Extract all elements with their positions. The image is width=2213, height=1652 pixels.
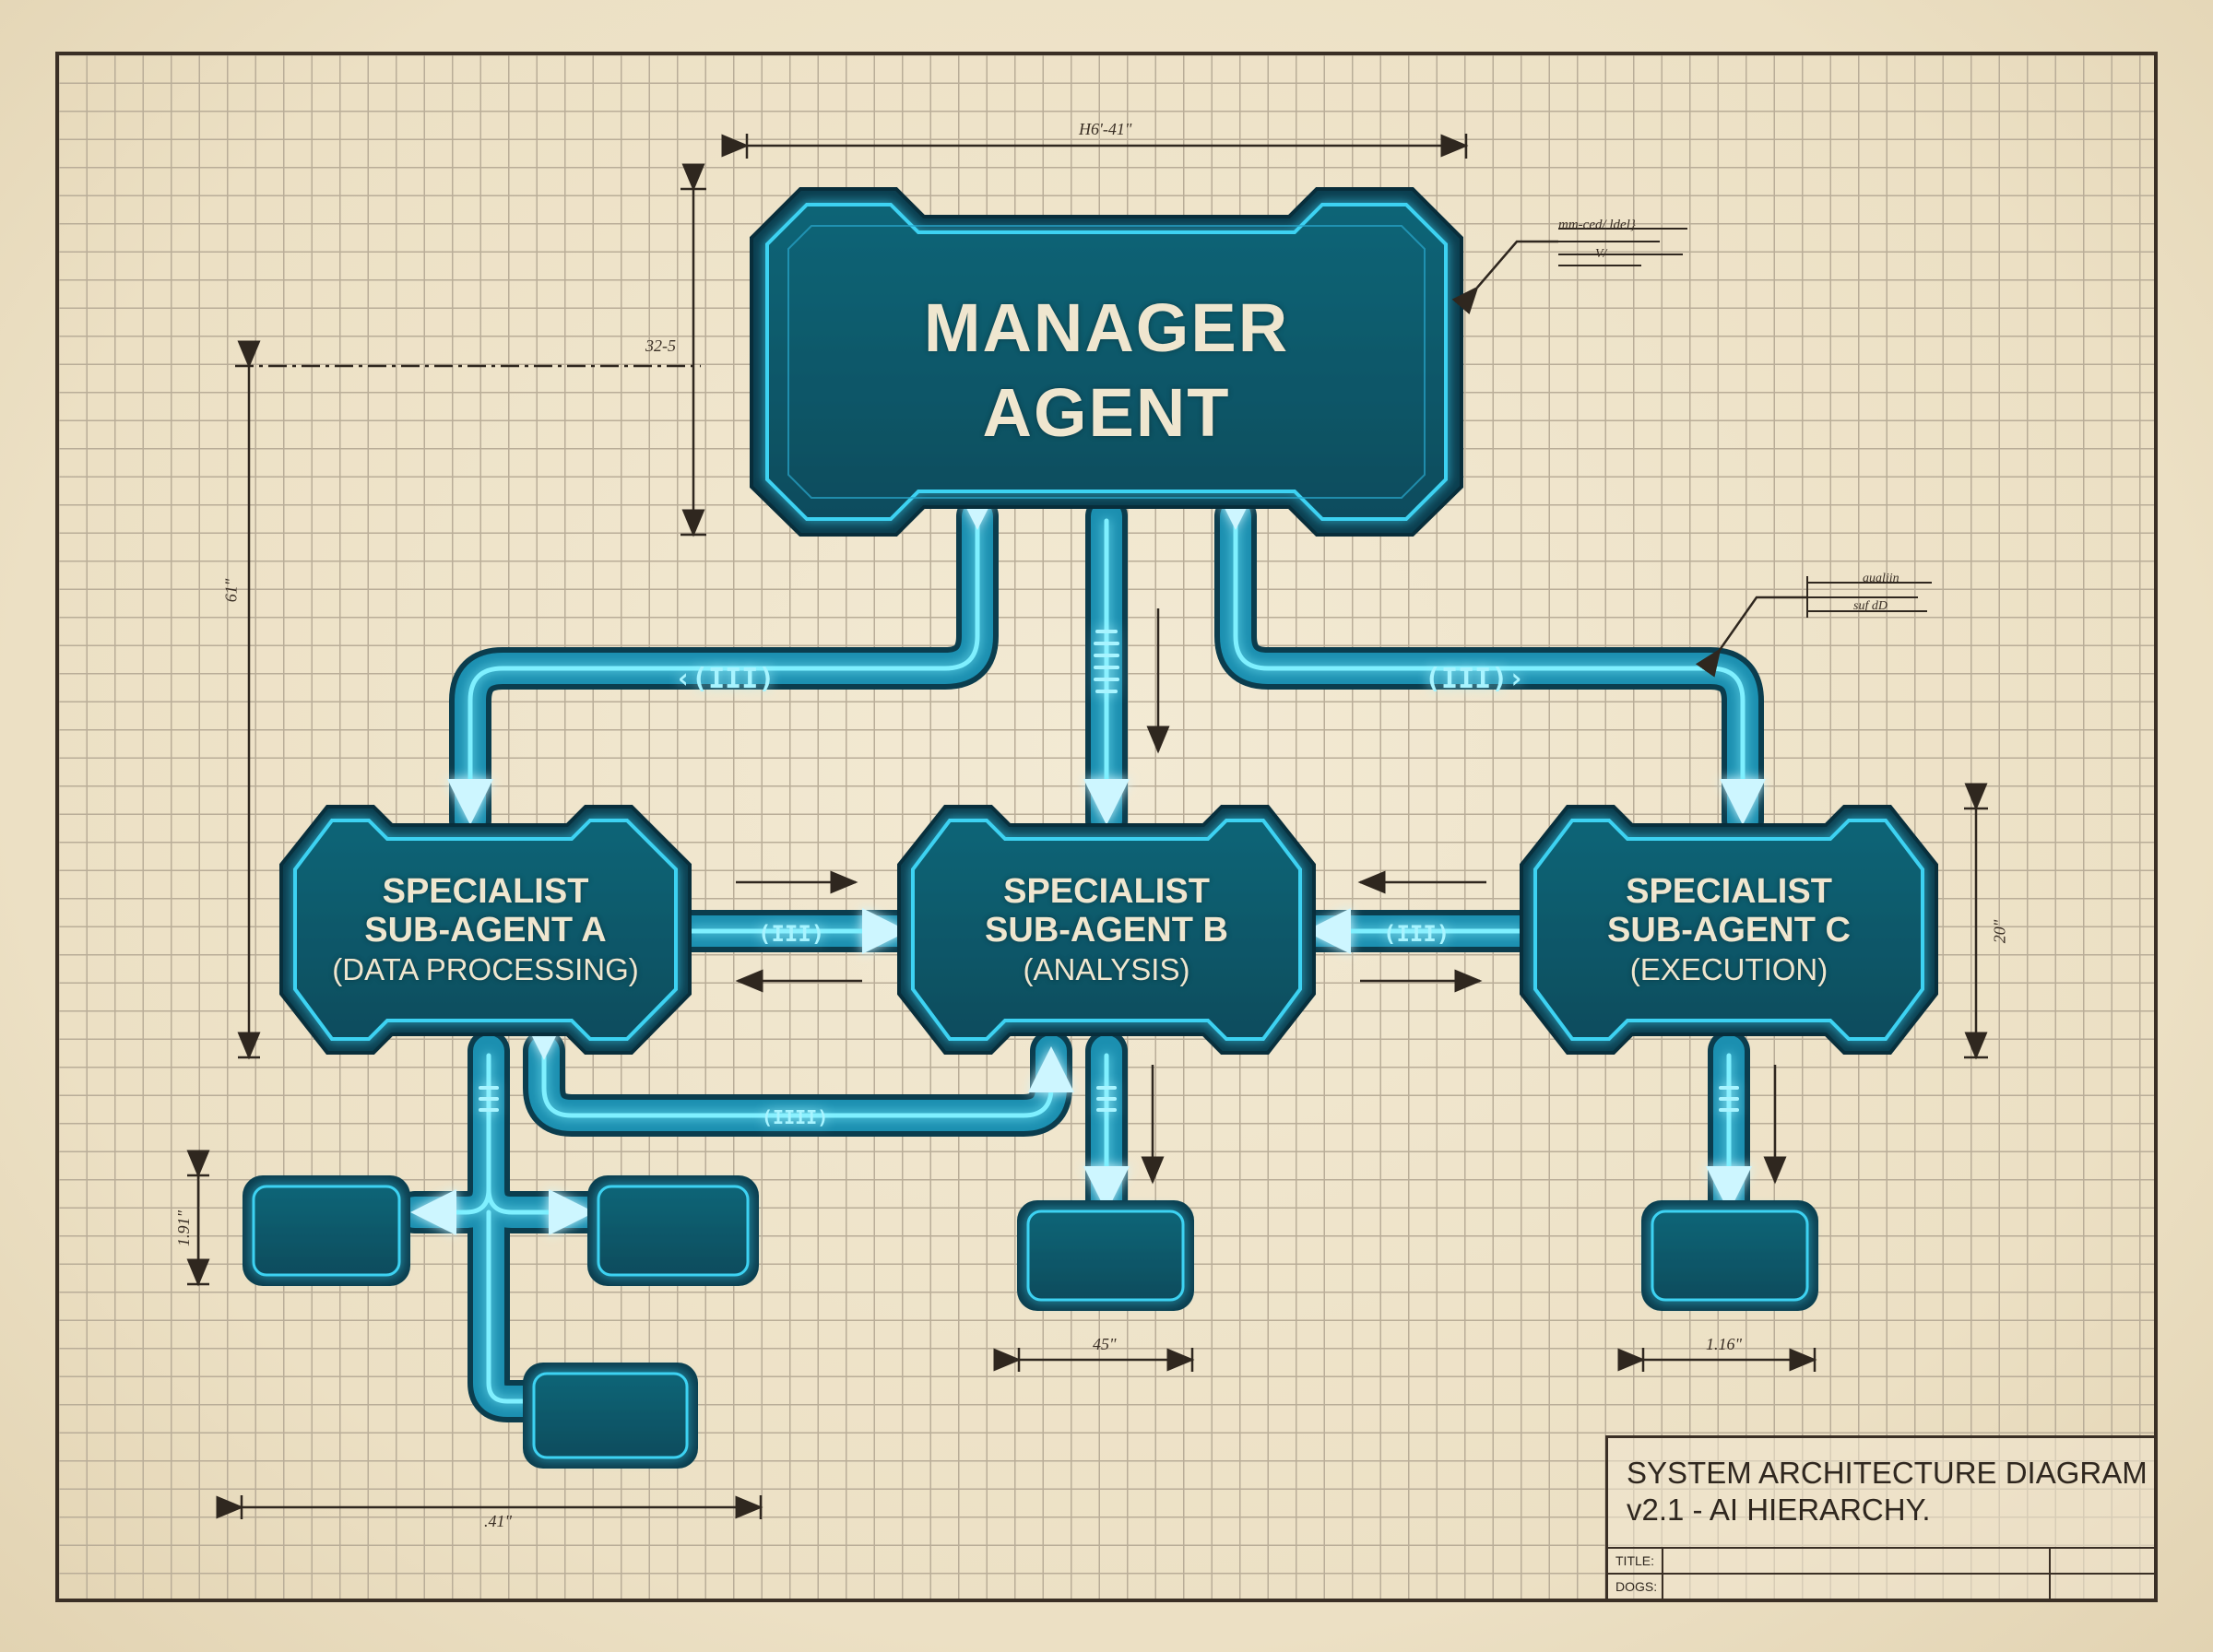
specialist-a-line2: SUB-AGENT A [364,911,607,950]
leaf-node-a2[interactable] [587,1175,759,1286]
specialist-c-role: (EXECUTION) [1629,952,1828,986]
flow-chevron: (III) [1383,921,1450,947]
specialist-a-label: SPECIALIST SUB-AGENT A (DATA PROCESSING) [295,872,676,990]
specialist-a-role: (DATA PROCESSING) [332,952,639,986]
specialist-b-line1: SPECIALIST [1003,872,1210,911]
flow-chevron: (IIII) [762,1106,828,1128]
specialist-b-label: SPECIALIST SUB-AGENT B (ANALYSIS) [913,872,1300,990]
dim-leaf-height: 1.91" [174,1210,194,1247]
dimension-lines [186,134,1988,1519]
manager-agent-box[interactable] [750,187,1463,537]
title-label: TITLE: [1615,1553,1655,1568]
leaf-node-b1[interactable] [1017,1200,1194,1311]
title-block: SYSTEM ARCHITECTURE DIAGRAM v2.1 - AI HI… [1605,1435,2157,1601]
dim-right-height: 20" [1990,919,2009,944]
flow-chevron: (III) [758,921,824,947]
flow-chevron: ‹(III) [675,663,775,695]
manager-agent-label: MANAGER AGENT [756,286,1457,455]
leaf-node-c1[interactable] [1641,1200,1818,1311]
title-block-text: SYSTEM ARCHITECTURE DIAGRAM v2.1 - AI HI… [1627,1455,2148,1528]
connector-pipes: ‹(III) (III)› (III) (III) (IIII) [394,484,1766,1422]
manager-line1: MANAGER [923,289,1290,366]
specialist-a-box[interactable] [279,805,692,1055]
specialist-b-box[interactable] [897,805,1316,1055]
dim-c-leaf-width: 1.16" [1706,1335,1743,1353]
annotation-1-line1: mm-ced/ ldel} [1558,218,1636,232]
dim-b-leaf-width: 45" [1093,1335,1117,1353]
title-divider [2049,1547,2051,1601]
dim-top-width: H6'-41" [1079,120,1132,138]
leaf-node-a1[interactable] [243,1175,410,1286]
leaf-node-a3[interactable] [523,1363,698,1469]
dim-left-height: 61" [221,578,241,603]
dim-manager-height: 32-5 [645,336,676,355]
title-divider [1662,1547,1663,1601]
dogs-label: DOGS: [1615,1579,1658,1594]
title-line1: SYSTEM ARCHITECTURE DIAGRAM [1627,1456,2148,1490]
specialist-b-role: (ANALYSIS) [1023,952,1190,986]
specialist-a-line1: SPECIALIST [382,872,589,911]
annotation-2-line2: suf dD [1853,599,1888,613]
specialist-b-line2: SUB-AGENT B [985,911,1228,950]
annotation-2-line1: aualiin [1863,572,1899,585]
manager-line2: AGENT [982,374,1231,451]
specialist-c-label: SPECIALIST SUB-AGENT C (EXECUTION) [1535,872,1923,990]
specialist-c-line2: SUB-AGENT C [1607,911,1851,950]
title-row: TITLE: [1608,1547,2154,1575]
flow-chevron: (III)› [1425,663,1524,695]
dogs-row: DOGS: [1608,1573,2154,1600]
dim-bottom-left-width: .41" [484,1512,513,1530]
specialist-c-line1: SPECIALIST [1626,872,1832,911]
specialist-c-box[interactable] [1520,805,1938,1055]
title-line2: v2.1 - AI HIERARCHY. [1627,1493,1931,1527]
annotation-1-line2: V/ [1595,247,1607,261]
